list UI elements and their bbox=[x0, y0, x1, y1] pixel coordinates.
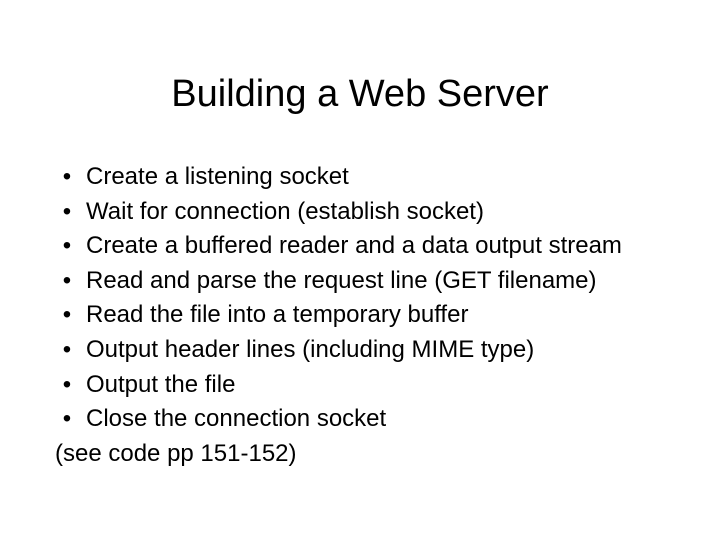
page-title: Building a Web Server bbox=[171, 73, 549, 115]
list-item: • Output header lines (including MIME ty… bbox=[52, 333, 692, 368]
list-item: • Read the file into a temporary buffer bbox=[52, 298, 692, 333]
list-item: • Create a buffered reader and a data ou… bbox=[52, 229, 692, 264]
bullet-icon: • bbox=[62, 370, 72, 398]
bullet-icon: • bbox=[62, 232, 72, 260]
bullet-icon: • bbox=[62, 405, 72, 433]
list-item-label: Wait for connection (establish socket) bbox=[86, 197, 484, 225]
bullet-icon: • bbox=[62, 266, 72, 294]
list-item-label: Read and parse the request line (GET fil… bbox=[86, 266, 597, 294]
slide-body: • Create a listening socket • Wait for c… bbox=[52, 160, 692, 471]
bullet-list: • Create a listening socket • Wait for c… bbox=[52, 160, 692, 437]
bullet-icon: • bbox=[62, 163, 72, 190]
list-item-label: Create a buffered reader and a data outp… bbox=[86, 232, 622, 260]
list-item-label: Create a listening socket bbox=[86, 163, 349, 190]
bullet-icon: • bbox=[62, 197, 72, 225]
bullet-icon: • bbox=[62, 301, 72, 329]
list-item: • Output the file bbox=[52, 368, 692, 403]
list-item-label: Close the connection socket bbox=[86, 405, 387, 433]
list-item: • Wait for connection (establish socket) bbox=[52, 195, 692, 230]
list-item-label: Output the file bbox=[86, 370, 236, 398]
code-reference-note: (see code pp 151-152) bbox=[55, 439, 297, 467]
list-item: • Close the connection socket bbox=[52, 402, 692, 437]
bullet-icon: • bbox=[62, 335, 72, 363]
list-item: • Read and parse the request line (GET f… bbox=[52, 264, 692, 299]
list-item-label: Read the file into a temporary buffer bbox=[86, 301, 469, 329]
list-item: • Create a listening socket bbox=[52, 160, 692, 195]
list-item-label: Output header lines (including MIME type… bbox=[86, 335, 535, 363]
